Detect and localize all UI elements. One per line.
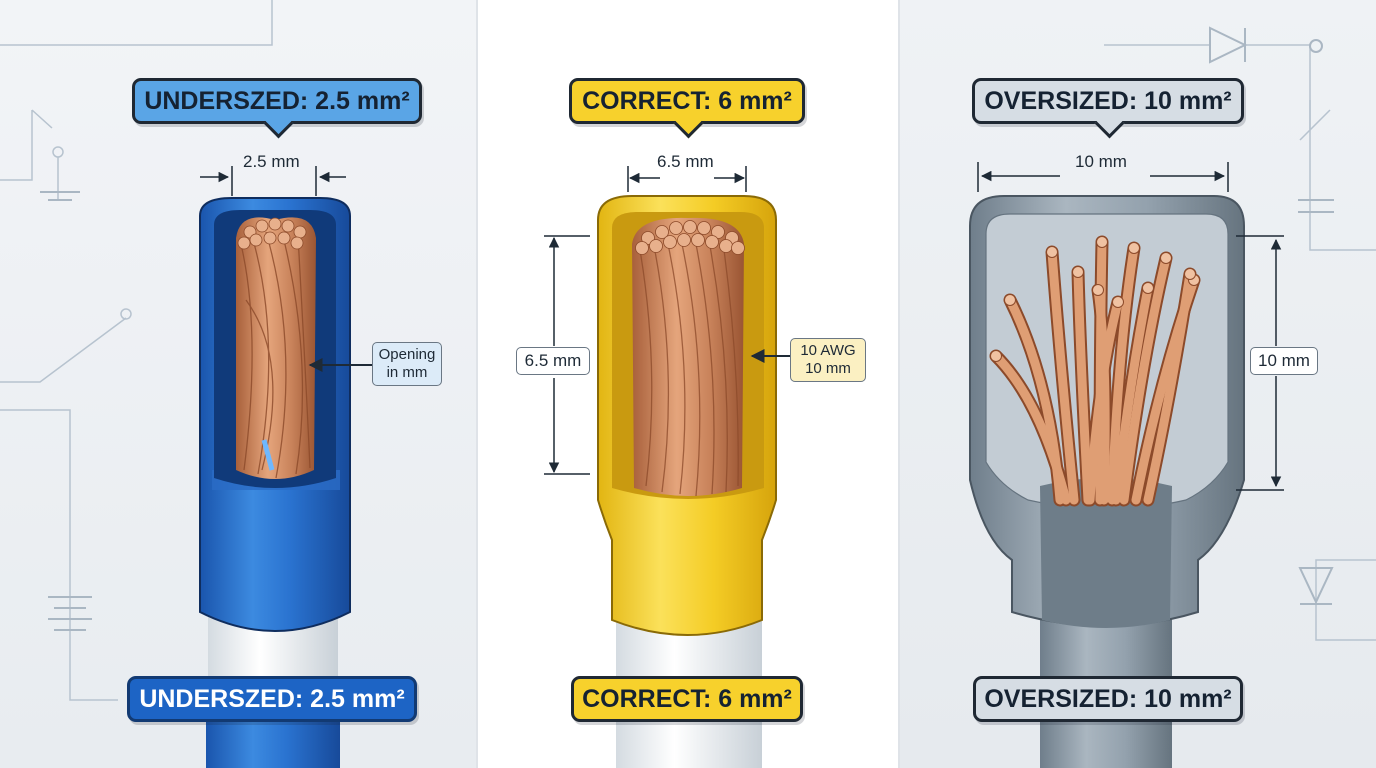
undersized-callout-line1: Opening [378,346,436,363]
correct-awg-callout: 10 AWG 10 mm [790,338,866,382]
correct-width-dimension: 6.5 mm [657,152,714,171]
oversized-bottom-label: OVERSIZED: 10 mm² [973,676,1243,722]
undersized-bottom-label: UNDERSZED: 2.5 mm² [127,676,417,722]
oversized-inner-insulation [1040,478,1172,628]
correct-top-label: CORRECT: 6 mm² [569,78,805,139]
correct-callout-line2: 10 mm [805,360,851,377]
correct-ferrule [597,195,777,768]
correct-bottom-label: CORRECT: 6 mm² [571,676,803,722]
correct-copper-strands [632,217,745,497]
undersized-copper-strands [236,217,316,480]
divider-left [476,0,478,768]
oversized-dimension-lines [977,162,1284,491]
oversized-top-label: OVERSIZED: 10 mm² [972,78,1244,139]
correct-bottom-label-text: CORRECT: 6 mm² [582,684,792,713]
undersized-top-label: UNDERSZED: 2.5 mm² [132,78,422,139]
diode-symbol-icon [1209,26,1334,605]
undersized-opening-callout: Opening in mm [372,342,442,386]
oversized-copper-strands [989,235,1201,507]
undersized-width-dimension-lines [200,166,374,372]
oversized-ferrule [969,195,1245,768]
oversized-bottom-label-text: OVERSIZED: 10 mm² [984,684,1232,713]
undersized-callout-line2: in mm [386,364,428,381]
undersized-ferrule [199,197,351,768]
oversized-width-dimension: 10 mm [1075,152,1127,171]
correct-dimension-lines [544,166,790,475]
undersized-width-dimension: 2.5 mm [243,152,300,171]
battery-symbol-icon [40,191,92,631]
correct-callout-line1: 10 AWG [800,342,856,359]
correct-height-dimension: 6.5 mm [516,347,590,375]
capacitor-symbol-icon [1298,39,1334,213]
oversized-height-dimension: 10 mm [1250,347,1318,375]
divider-right [898,0,900,768]
undersized-bottom-label-text: UNDERSZED: 2.5 mm² [139,684,405,713]
